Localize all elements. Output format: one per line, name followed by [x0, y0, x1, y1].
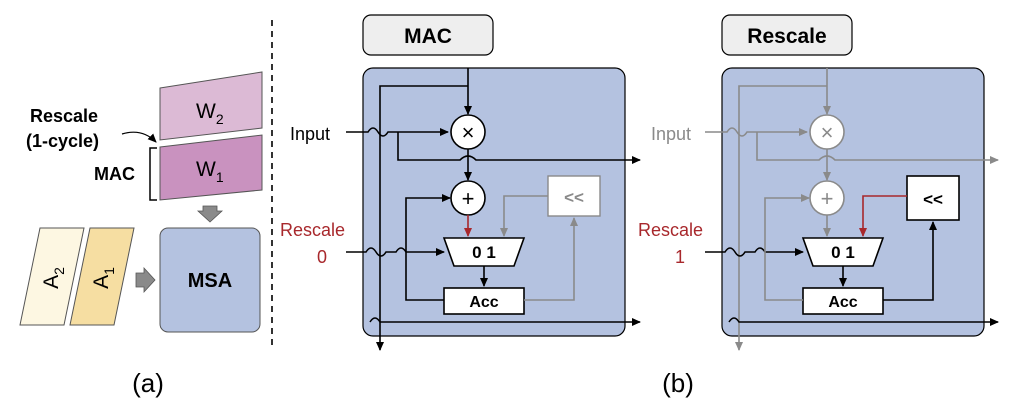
rescale-acc-to-shift-wire [883, 221, 937, 301]
mac-acc-to-shift-wire [524, 217, 578, 301]
rescale-title: Rescale [747, 25, 826, 48]
rescale-panel: Rescale Input Rescale 1 × + << 0 1 Ac [638, 14, 999, 351]
rescale-add-symbol: + [821, 186, 834, 211]
rescale-title-box [721, 14, 853, 56]
caption-b: (b) [662, 368, 694, 398]
mac-bracket [149, 147, 157, 201]
part-a: W2 W1 Rescale (1-cycle) MAC MSA A2 A1 (a… [19, 71, 263, 398]
w1-label: W1 [196, 158, 224, 185]
mac-input-wire [346, 127, 449, 137]
mac-rescale-value: 0 [317, 247, 327, 267]
rescale-input-label: Input [651, 124, 691, 144]
rescale-input-forward-wire [756, 132, 999, 164]
mac-multiply-symbol: × [462, 120, 475, 145]
mac-shift-label: << [564, 188, 584, 207]
rescale-select-wire [705, 247, 804, 257]
mac-panel-body [362, 67, 626, 337]
mac-title-box [362, 14, 494, 56]
rescale-input-wire [705, 127, 808, 137]
rescale-multiply-symbol: × [821, 120, 834, 145]
mac-label: MAC [94, 164, 135, 184]
a1-label: A1 [90, 267, 117, 289]
mac-panel: MAC Input Rescale 0 × + << 0 1 A [280, 14, 641, 351]
rescale-acc-label: Acc [828, 294, 857, 311]
rescale-panel-body [721, 67, 985, 337]
msa-box [159, 227, 261, 333]
rescale-cycle-label-line2: (1-cycle) [26, 131, 99, 151]
right-arrow-to-msa [135, 266, 156, 294]
caption-a: (a) [132, 368, 164, 398]
a2-tile [19, 227, 85, 326]
mac-weight-out-wire [376, 85, 468, 351]
rescale-acc-box [802, 287, 884, 315]
rescale-rescale-value: 1 [675, 247, 685, 267]
a1-tile [69, 227, 135, 326]
mac-input-forward-wire [397, 132, 641, 164]
mac-shift-to-mux-wire [500, 195, 548, 237]
mac-title: MAC [404, 25, 452, 48]
a2-label: A2 [40, 267, 67, 289]
rescale-pointer-arrow [121, 131, 157, 143]
w2-label: W2 [196, 100, 224, 127]
rescale-shift-box [906, 175, 960, 221]
rescale-mux [801, 237, 885, 267]
rescale-acc-feedback-wire [764, 194, 810, 301]
mac-acc-label: Acc [469, 294, 498, 311]
mac-input-label: Input [290, 124, 330, 144]
rescale-shift-to-mux-wire [859, 195, 907, 237]
rescale-shift-label: << [923, 190, 943, 209]
rescale-mux-label: 0 1 [831, 243, 855, 262]
mac-select-wire [346, 247, 445, 257]
down-arrow-to-msa [196, 205, 224, 223]
mac-acc-feedback-wire [405, 194, 451, 301]
mac-rescale-label: Rescale [280, 220, 345, 240]
msa-label: MSA [188, 270, 232, 292]
mac-acc-box [443, 287, 525, 315]
mac-bottom-wire [369, 317, 641, 326]
rescale-weight-out-wire [735, 85, 827, 351]
rescale-cycle-label-line1: Rescale [30, 106, 98, 126]
mac-mux-label: 0 1 [472, 243, 496, 262]
w2-tile [159, 71, 263, 141]
mac-add-symbol: + [462, 186, 475, 211]
rescale-rescale-label: Rescale [638, 220, 703, 240]
rescale-bottom-wire [728, 317, 999, 326]
mac-mux [442, 237, 526, 267]
w1-tile [159, 134, 263, 201]
